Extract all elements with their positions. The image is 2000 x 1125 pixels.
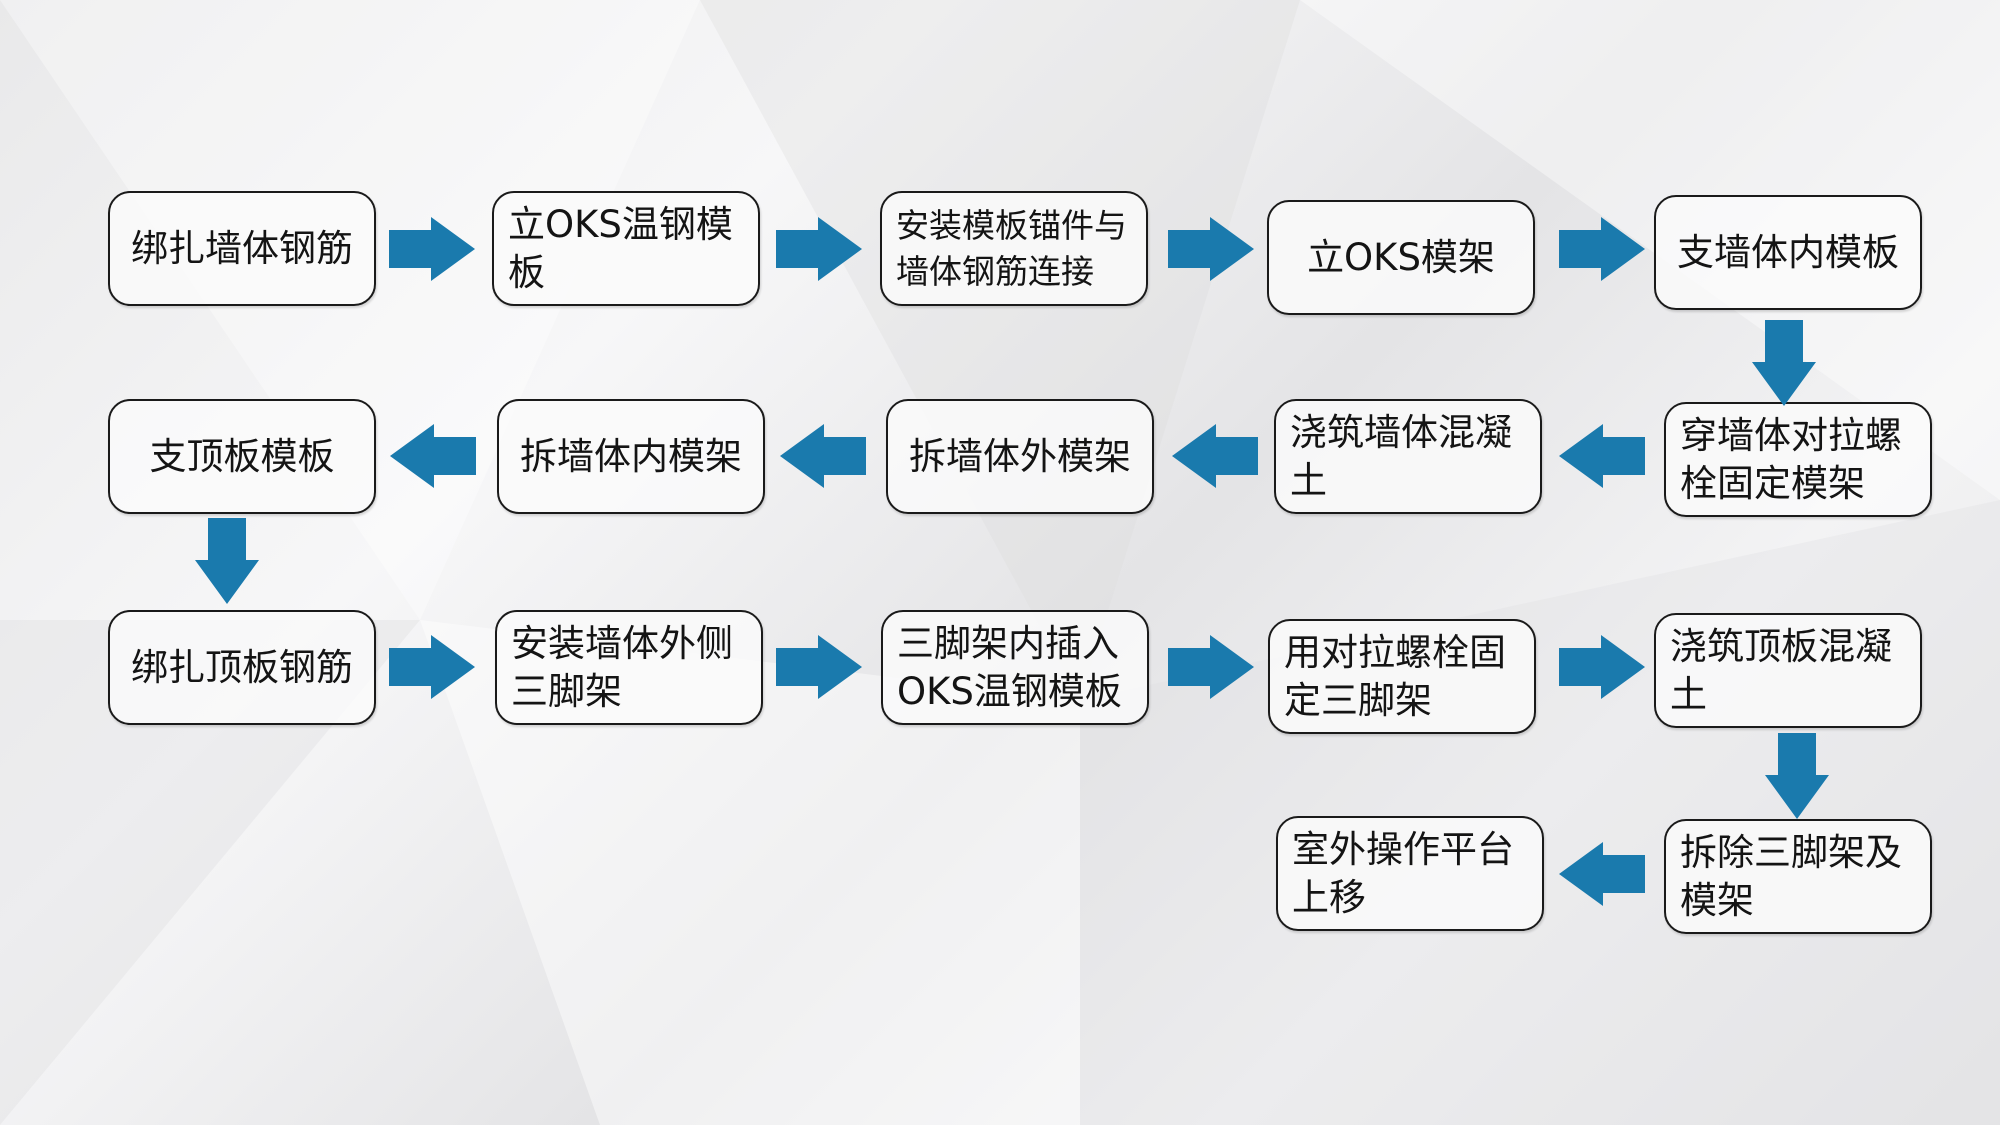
step-box-3: 安装模板锚件与墙体钢筋连接: [880, 191, 1148, 306]
step-box-12: 安装墙体外侧三脚架: [495, 610, 763, 725]
step-box-16: 拆除三脚架及模架: [1664, 819, 1932, 934]
step-box-9: 拆墙体内模架: [497, 399, 765, 514]
arrow-right-icon: [1559, 635, 1645, 699]
step-box-4: 立OKS模架: [1267, 200, 1535, 315]
step-label: 支墙体内模板: [1677, 230, 1899, 274]
step-label: 立OKS温钢模板: [508, 202, 733, 294]
step-box-14: 用对拉螺栓固定三脚架: [1268, 619, 1536, 734]
step-box-7: 浇筑墙体混凝土: [1274, 399, 1542, 514]
arrow-right-icon: [776, 635, 862, 699]
step-label: 穿墙体对拉螺栓固定模架: [1680, 413, 1902, 505]
arrow-left-icon: [780, 424, 866, 488]
step-label: 安装模板锚件与墙体钢筋连接: [896, 205, 1127, 291]
arrow-right-icon: [776, 217, 862, 281]
arrow-right-icon: [389, 217, 475, 281]
arrow-left-icon: [1559, 424, 1645, 488]
step-box-5: 支墙体内模板: [1654, 195, 1922, 310]
step-box-6: 穿墙体对拉螺栓固定模架: [1664, 402, 1932, 517]
step-label: 拆除三脚架及模架: [1680, 830, 1902, 922]
arrow-right-icon: [1168, 217, 1254, 281]
step-box-10: 支顶板模板: [108, 399, 376, 514]
step-label: 浇筑墙体混凝土: [1290, 410, 1512, 502]
step-label: 拆墙体外模架: [909, 434, 1131, 478]
arrow-left-icon: [390, 424, 476, 488]
arrow-left-icon: [1559, 842, 1645, 906]
step-box-8: 拆墙体外模架: [886, 399, 1154, 514]
step-label: 三脚架内插入OKS温钢模板: [897, 621, 1122, 713]
arrow-right-icon: [1168, 635, 1254, 699]
step-label: 用对拉螺栓固定三脚架: [1284, 630, 1506, 722]
arrow-right-icon: [1559, 217, 1645, 281]
step-box-15: 浇筑顶板混凝土: [1654, 613, 1922, 728]
arrow-down-icon: [1765, 733, 1829, 819]
step-box-17: 室外操作平台上移: [1276, 816, 1544, 931]
step-label: 绑扎顶板钢筋: [131, 645, 353, 689]
step-box-13: 三脚架内插入OKS温钢模板: [881, 610, 1149, 725]
step-label: 室外操作平台上移: [1292, 827, 1514, 919]
step-label: 立OKS模架: [1307, 235, 1495, 279]
step-box-11: 绑扎顶板钢筋: [108, 610, 376, 725]
arrow-left-icon: [1172, 424, 1258, 488]
step-label: 安装墙体外侧三脚架: [511, 621, 733, 713]
step-box-1: 绑扎墙体钢筋: [108, 191, 376, 306]
step-label: 绑扎墙体钢筋: [131, 226, 353, 270]
step-label: 支顶板模板: [149, 434, 335, 478]
arrow-down-icon: [195, 518, 259, 604]
arrow-down-icon: [1752, 320, 1816, 406]
arrow-right-icon: [389, 635, 475, 699]
step-label: 拆墙体内模架: [520, 434, 742, 478]
step-box-2: 立OKS温钢模板: [492, 191, 760, 306]
step-label: 浇筑顶板混凝土: [1670, 624, 1892, 716]
